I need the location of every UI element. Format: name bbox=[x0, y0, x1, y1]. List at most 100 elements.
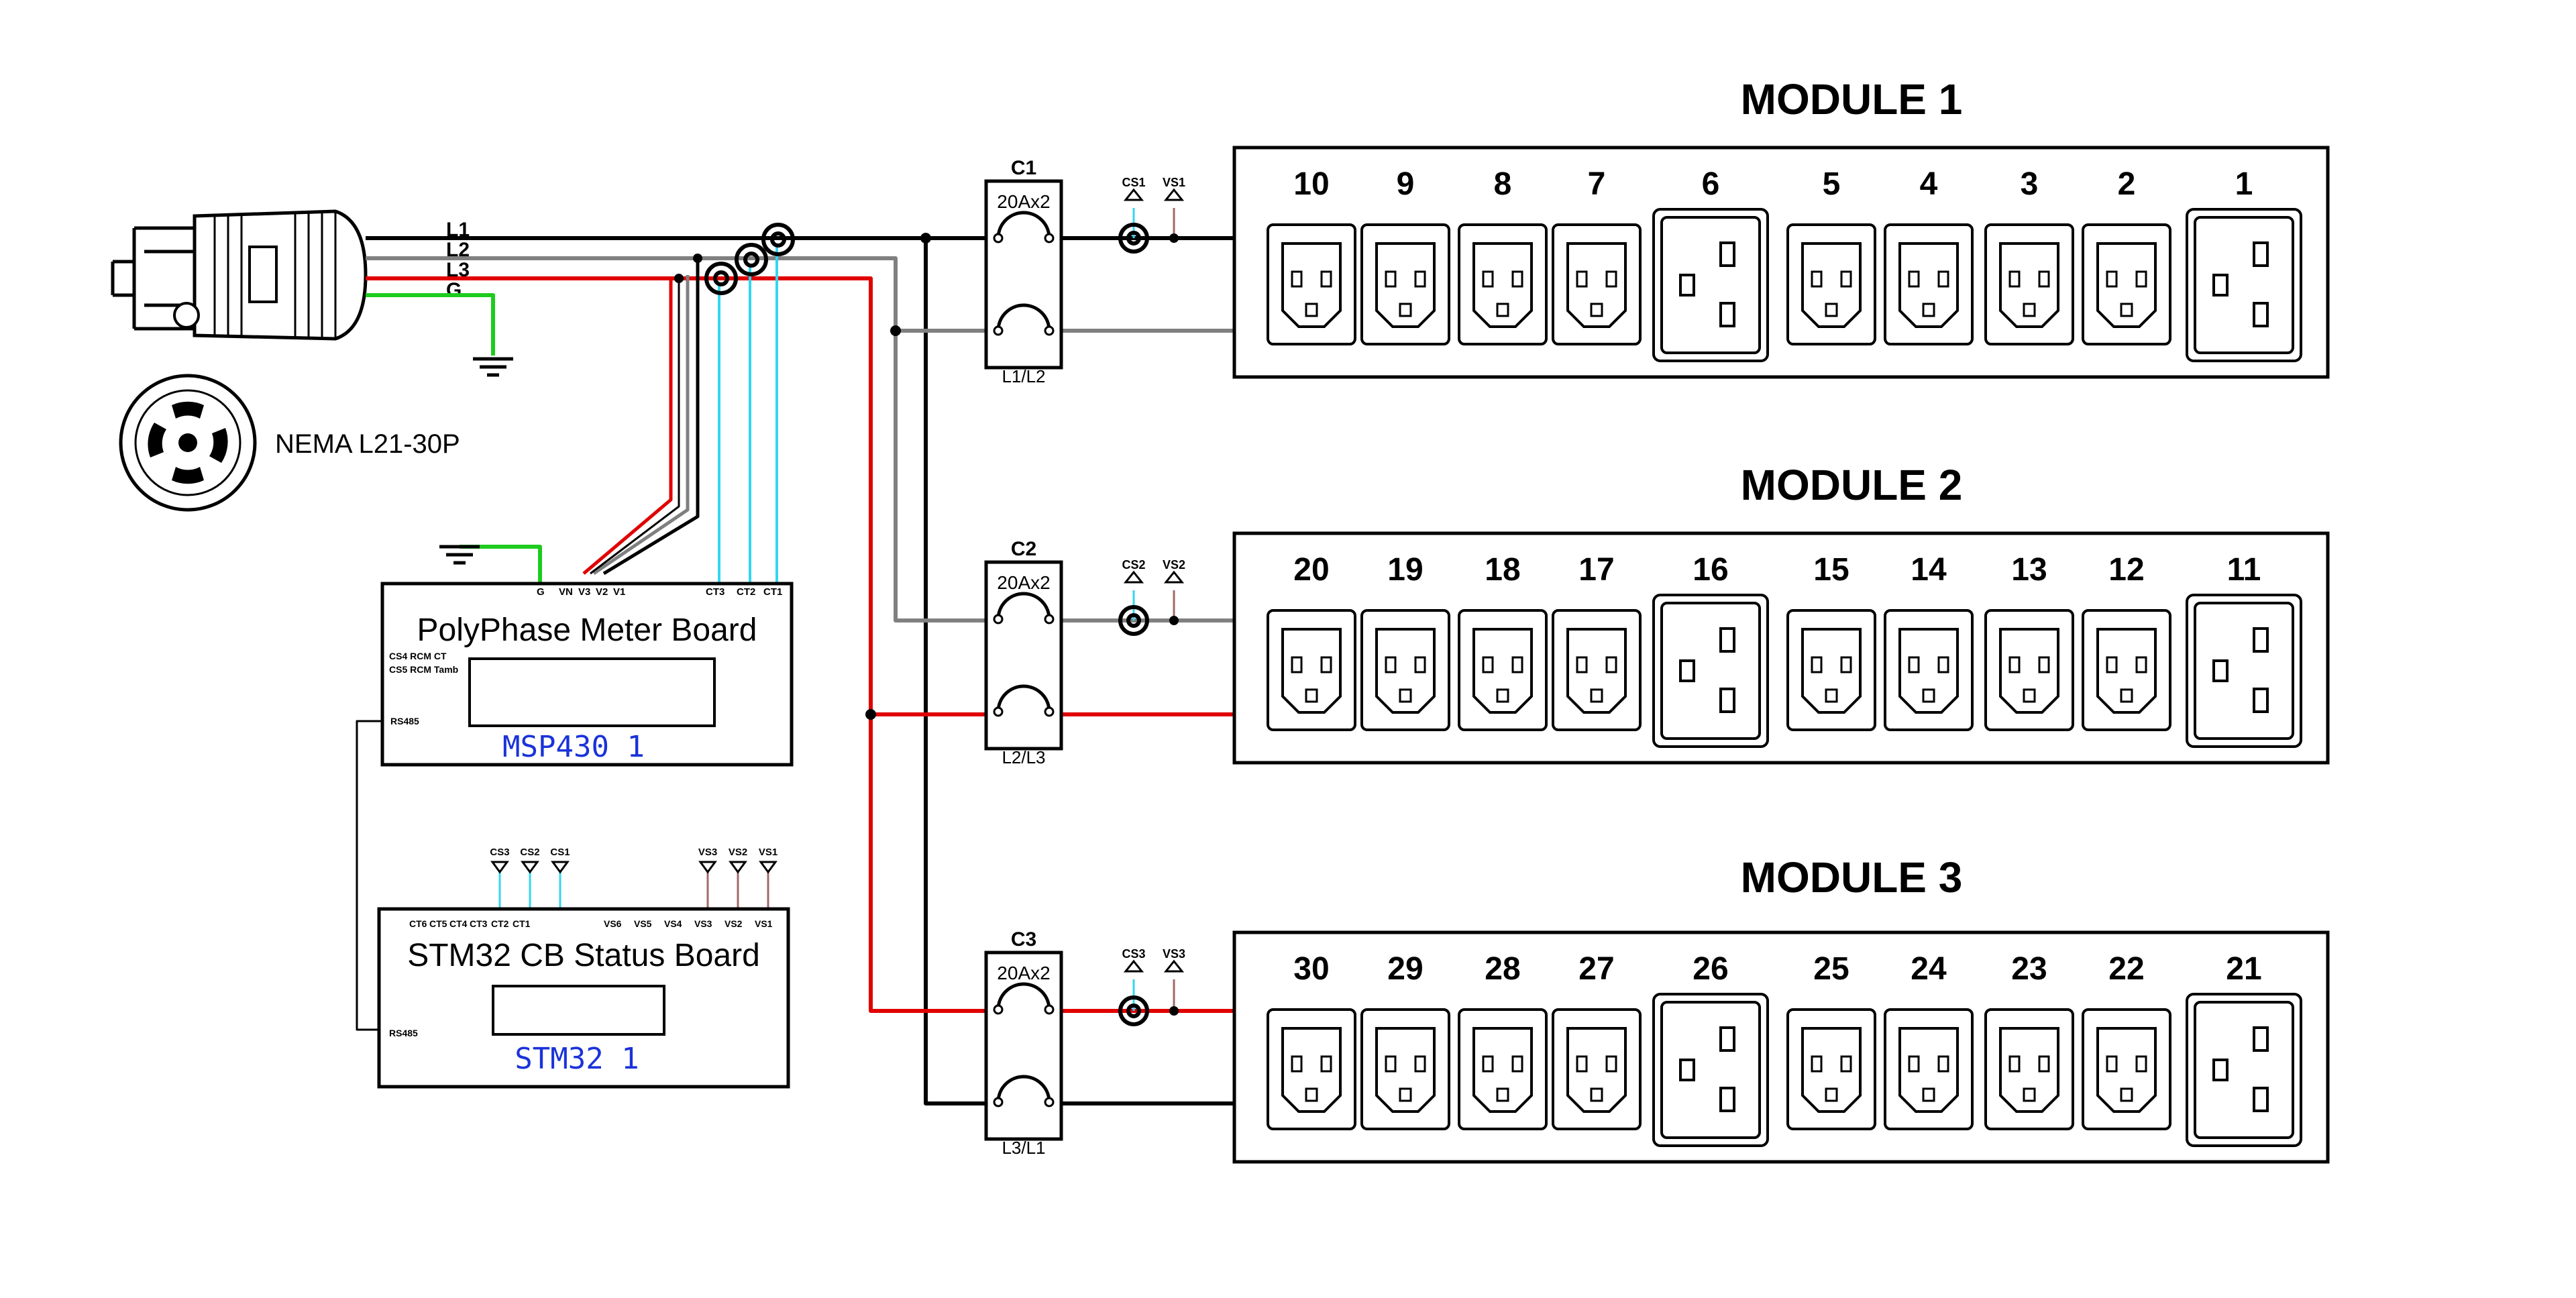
cs-label: CS1 bbox=[1122, 176, 1145, 189]
outlet-number: 8 bbox=[1494, 166, 1512, 202]
status-ct-pin: CT2 bbox=[491, 918, 509, 929]
cs-tap-marker bbox=[521, 861, 539, 874]
c13-outlet-face bbox=[1898, 628, 1959, 714]
meter-input-v2: V2 bbox=[596, 586, 608, 598]
outlet-number: 3 bbox=[2021, 166, 2039, 202]
plug-connector bbox=[111, 209, 368, 341]
l3-wire bbox=[366, 276, 998, 1013]
outlet-pin bbox=[2008, 270, 2021, 288]
meter-tap-vn bbox=[590, 282, 680, 575]
outlet-17: 17 bbox=[1552, 552, 1642, 731]
outlet-30: 30 bbox=[1267, 951, 1356, 1130]
outlet-pin bbox=[2253, 241, 2269, 267]
c13-outlet-face bbox=[1566, 628, 1627, 714]
outlet-pin bbox=[1937, 270, 1949, 288]
c13-outlet-face bbox=[1375, 242, 1436, 328]
outlet-pin bbox=[1511, 1055, 1523, 1073]
meter-board-display bbox=[468, 657, 716, 727]
outlet-pin bbox=[1590, 1087, 1603, 1102]
status-ct-pin: CT1 bbox=[513, 918, 531, 929]
meter-tap-l3 bbox=[582, 278, 673, 575]
status-vs-pin: VS1 bbox=[755, 918, 773, 929]
outlet-number: 22 bbox=[2108, 951, 2144, 987]
c19-outlet-face bbox=[1660, 1001, 1761, 1139]
outlet-pin bbox=[1922, 1087, 1935, 1102]
c19-outlet-face bbox=[2194, 602, 2294, 740]
outlet-pin bbox=[2038, 270, 2050, 288]
outlet-pin bbox=[1320, 270, 1332, 288]
rs485-link bbox=[356, 720, 382, 1031]
outlet-pin bbox=[1399, 688, 1412, 703]
breaker-terminal bbox=[993, 1097, 1004, 1107]
meter-input-ct3: CT3 bbox=[706, 586, 724, 598]
meter-tap-l1 bbox=[602, 258, 700, 576]
outlet-pin bbox=[2120, 1087, 2133, 1102]
outlet-pin bbox=[1385, 656, 1397, 673]
outlet-6: 6 bbox=[1652, 166, 1769, 362]
outlet-pin bbox=[1719, 302, 1735, 327]
status-vs-pin: VS2 bbox=[724, 918, 743, 929]
outlet-pin bbox=[1811, 1055, 1823, 1073]
nema-receptacle-face bbox=[119, 374, 257, 512]
outlet-pin bbox=[1908, 656, 1920, 673]
outlet-pin bbox=[1305, 303, 1318, 317]
cs-tap-label: CS3 bbox=[490, 847, 509, 858]
outlet-pin bbox=[2038, 656, 2050, 673]
outlet-5: 5 bbox=[1786, 166, 1876, 345]
breaker-arc bbox=[996, 982, 1051, 1010]
outlet-number: 29 bbox=[1387, 951, 1423, 987]
outlet-pin bbox=[1414, 270, 1426, 288]
outlet-9: 9 bbox=[1360, 166, 1450, 345]
outlet-pin bbox=[1605, 270, 1617, 288]
breaker-terminal bbox=[993, 614, 1004, 625]
outlet-pin bbox=[2023, 1087, 2036, 1102]
outlet-pin bbox=[2135, 270, 2147, 288]
status-vs-pin: VS4 bbox=[664, 918, 682, 929]
vs-label: VS2 bbox=[1163, 558, 1185, 572]
outlet-7: 7 bbox=[1552, 166, 1642, 345]
status-ct-pin: CT5 bbox=[429, 918, 447, 929]
outlet-pin bbox=[2253, 688, 2269, 713]
c13-outlet-face bbox=[1472, 1027, 1533, 1113]
c13-outlet-face bbox=[1898, 242, 1959, 328]
outlet-number: 10 bbox=[1293, 166, 1329, 202]
status-ct-pin: CT3 bbox=[470, 918, 488, 929]
status-board-chip: STM32 1 bbox=[515, 1042, 639, 1076]
outlet-pin bbox=[2253, 1026, 2269, 1052]
outlet-number: 13 bbox=[2011, 552, 2047, 588]
outlet-number: 14 bbox=[1911, 552, 1947, 588]
plug-type-label: NEMA L21-30P bbox=[275, 429, 460, 459]
c13-outlet-face bbox=[2096, 242, 2157, 328]
status-vs-pin: VS5 bbox=[634, 918, 652, 929]
breaker-rating: 20Ax2 bbox=[997, 191, 1050, 212]
meter-input-vn: VN bbox=[559, 586, 573, 598]
outlet-pin bbox=[1605, 1055, 1617, 1073]
status-ct-pin: CT4 bbox=[449, 918, 468, 929]
outlet-pin bbox=[1320, 1055, 1332, 1073]
outlet-number: 27 bbox=[1578, 951, 1614, 987]
cs-marker bbox=[1123, 959, 1144, 973]
breaker-name: C3 bbox=[1011, 928, 1036, 951]
outlet-16: 16 bbox=[1652, 552, 1769, 748]
outlet-pin bbox=[1840, 656, 1852, 673]
outlet-pin bbox=[1511, 656, 1523, 673]
outlet-number: 6 bbox=[1702, 166, 1720, 202]
breaker-phases: L3/L1 bbox=[1002, 1138, 1045, 1158]
c13-outlet-face bbox=[1801, 628, 1862, 714]
outlet-number: 17 bbox=[1578, 552, 1614, 588]
outlet-pin bbox=[1576, 270, 1588, 288]
outlet-pin bbox=[1719, 688, 1735, 713]
outlet-pin bbox=[1399, 1087, 1412, 1102]
outlet-pin bbox=[1937, 656, 1949, 673]
outlet-25: 25 bbox=[1786, 951, 1876, 1130]
outlet-number: 21 bbox=[2226, 951, 2261, 987]
outlet-number: 26 bbox=[1693, 951, 1728, 987]
outlet-3: 3 bbox=[1984, 166, 2074, 345]
outlet-pin bbox=[1590, 688, 1603, 703]
